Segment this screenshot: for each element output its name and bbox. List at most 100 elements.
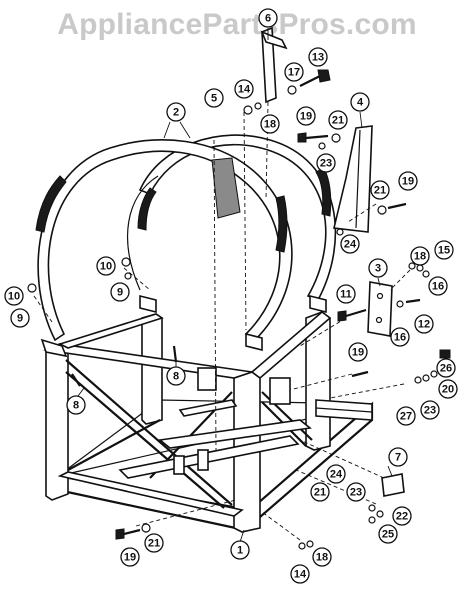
watermark: AppliancePartsPros.com (57, 8, 417, 41)
callout-circle (308, 47, 328, 67)
callout-label: 21 (148, 538, 160, 550)
callout-part-8: 8 (66, 395, 86, 415)
callout-part-20: 20 (438, 379, 458, 399)
callout-part-18: 18 (312, 547, 332, 567)
callout-circle (4, 286, 24, 306)
callout-part-17: 17 (284, 62, 304, 82)
callout-circle (120, 547, 140, 567)
callout-label: 21 (314, 487, 326, 499)
callout-part-12: 12 (414, 314, 434, 334)
callout-label: 1 (237, 545, 243, 557)
callout-part-8: 8 (166, 366, 186, 386)
callout-circle (434, 240, 454, 260)
callout-circle (336, 284, 356, 304)
callout-part-27: 27 (396, 406, 416, 426)
callout-circle (346, 482, 366, 502)
callout-label: 20 (442, 384, 454, 396)
callout-part-21: 21 (370, 180, 390, 200)
callout-part-9: 9 (110, 282, 130, 302)
callout-label: 23 (320, 158, 332, 170)
callout-part-19: 19 (120, 547, 140, 567)
callout-part-2: 2 (166, 102, 186, 122)
callout-label: 21 (332, 115, 344, 127)
callout-part-21: 21 (328, 110, 348, 130)
callout-label: 7 (395, 452, 401, 464)
callout-part-24: 24 (340, 234, 360, 254)
callout-circle (204, 88, 224, 108)
callout-circle (144, 533, 164, 553)
callout-circle (348, 342, 368, 362)
callout-label: 6 (265, 13, 271, 25)
callout-label: 8 (73, 400, 79, 412)
callout-part-10: 10 (4, 286, 24, 306)
callout-part-18: 18 (260, 114, 280, 134)
callout-circle (310, 482, 330, 502)
callout-label: 12 (418, 319, 430, 331)
callout-label: 2 (173, 107, 179, 119)
callout-part-13: 13 (308, 47, 328, 67)
callout-circle (290, 564, 310, 584)
callout-part-22: 22 (392, 506, 412, 526)
callout-circle (390, 327, 410, 347)
callout-label: 19 (352, 347, 364, 359)
callout-circle (436, 358, 456, 378)
callout-circle (166, 102, 186, 122)
callout-part-14: 14 (290, 564, 310, 584)
callout-circle (350, 92, 370, 112)
callout-circle (230, 540, 250, 560)
callout-label: 14 (294, 569, 307, 581)
callout-circle (428, 276, 448, 296)
leader-lines (77, 28, 393, 543)
callout-label: 26 (440, 363, 452, 375)
bracket-plate (367, 281, 393, 337)
callout-label: 18 (414, 251, 426, 263)
callout-circle (234, 79, 254, 99)
callout-circle (340, 234, 360, 254)
callout-circle (10, 308, 30, 328)
callout-circle (368, 258, 388, 278)
callout-part-4: 4 (350, 92, 370, 112)
callout-part-21: 21 (144, 533, 164, 553)
callout-circle (398, 171, 418, 191)
callout-part-16: 16 (390, 327, 410, 347)
callout-label: 3 (375, 263, 381, 275)
callout-label: 24 (344, 239, 357, 251)
callout-label: 21 (374, 185, 386, 197)
callout-label: 10 (8, 291, 20, 303)
callout-label: 19 (124, 552, 136, 564)
callout-label: 16 (394, 332, 406, 344)
callout-part-16: 16 (428, 276, 448, 296)
callout-label: 5 (211, 93, 217, 105)
callout-circle (410, 246, 430, 266)
callout-part-23: 23 (420, 400, 440, 420)
callout-part-10: 10 (96, 256, 116, 276)
callout-part-14: 14 (234, 79, 254, 99)
callout-circle (326, 464, 346, 484)
callout-part-1: 1 (230, 540, 250, 560)
ring-band-assembly (35, 134, 337, 358)
callout-part-19: 19 (398, 171, 418, 191)
clip-bracket (381, 473, 405, 497)
callout-part-5: 5 (204, 88, 224, 108)
callout-circle (438, 379, 458, 399)
callout-label: 18 (264, 119, 276, 131)
callout-part-11: 11 (336, 284, 356, 304)
callout-label: 9 (117, 287, 123, 299)
callout-circle (420, 400, 440, 420)
callout-label: 23 (424, 405, 436, 417)
callout-label: 23 (350, 487, 362, 499)
callout-label: 8 (173, 371, 179, 383)
callout-label: 15 (438, 245, 450, 257)
callout-part-9: 9 (10, 308, 30, 328)
callout-label: 13 (312, 52, 324, 64)
callout-circle (166, 366, 186, 386)
callout-part-15: 15 (434, 240, 454, 260)
callout-part-26: 26 (436, 358, 456, 378)
callout-part-19: 19 (296, 106, 316, 126)
callout-circle (396, 406, 416, 426)
callout-label: 24 (330, 469, 343, 481)
callout-part-25: 25 (378, 524, 398, 544)
callout-circle (328, 110, 348, 130)
